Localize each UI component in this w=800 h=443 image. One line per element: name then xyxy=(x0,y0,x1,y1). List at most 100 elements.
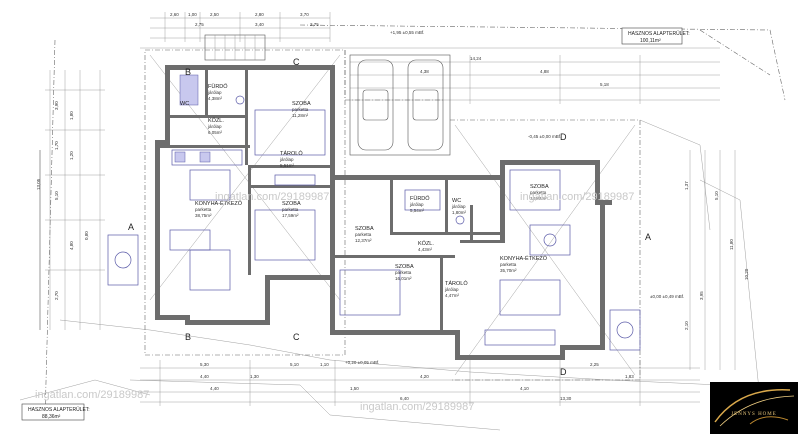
dim-top-5: 3,70 xyxy=(300,12,309,17)
car-right-icon xyxy=(407,59,444,151)
dim-right-6: 1,37 xyxy=(684,181,689,190)
dim-bottom-7: 1,10 xyxy=(320,362,329,367)
room-name-szoba-right: SZOBA xyxy=(530,184,549,190)
dimension-lines-bottom: 5,30 5,10 4,40 1,30 4,20 4,40 1,10 1,50 … xyxy=(140,360,700,406)
room-floor-szoba-top-left: parketta xyxy=(292,107,309,112)
room-name-konyha-right: KONYHA-ÉTKEZŐ xyxy=(500,255,548,262)
dim-bottom-3: 4,40 xyxy=(200,374,209,379)
room-floor-wc-mid: járólap xyxy=(451,204,466,209)
watermark-3: ingatlan.com/29189987 xyxy=(35,389,149,401)
dim-top-10: 4,38 xyxy=(420,69,429,74)
dining-table-left xyxy=(189,169,231,201)
site-boundary xyxy=(19,24,786,431)
room-name-tarolo-right: TÁROLÓ xyxy=(445,280,468,287)
room-floor-konyha-left: parketta xyxy=(195,207,212,212)
dim-left-1: 13,05 xyxy=(36,178,41,190)
room-floor-szoba-center: parketta xyxy=(355,232,372,237)
room-area-konyha-left: 38,75m² xyxy=(195,213,212,218)
area-label-bottom: HASZNOS ALAPTERÜLET: 88,36m² xyxy=(21,403,90,421)
room-name-konyha-left: KONYHA-ÉTKEZŐ xyxy=(195,200,243,207)
room-area-tarolo-left: 5,51m² xyxy=(280,163,295,168)
level-mark-bottom: +0,20 ±0,05 mBf. xyxy=(345,360,379,365)
dim-right-5: 2,10 xyxy=(684,321,689,330)
room-name-furdo-left: FÜRDŐ xyxy=(208,83,228,90)
dim-right-1: 10,20 xyxy=(744,268,749,280)
sofa-left-icon xyxy=(169,229,211,251)
bed-center-icon xyxy=(339,269,401,316)
section-mark-b-bottom: B xyxy=(185,332,191,342)
dim-bottom-9: 4,10 xyxy=(520,386,529,391)
toilet-mid-icon xyxy=(455,215,465,225)
room-name-furdo-mid: FÜRDŐ xyxy=(410,195,430,202)
room-floor-szoba-mid-left: parketta xyxy=(282,207,299,212)
section-mark-d-bottom: D xyxy=(560,367,567,377)
kitchen-counter-left xyxy=(171,149,243,166)
logo-text: JENNYS HOME xyxy=(731,412,777,417)
room-area-furdo-left: 4,38m² xyxy=(208,96,223,101)
room-floor-szoba-right: parketta xyxy=(530,190,547,195)
sofa-right-icon xyxy=(499,279,561,316)
dim-right-4: 3,95 xyxy=(699,291,704,300)
dim-left-8: 4,80 xyxy=(69,241,74,250)
section-mark-a-left: A xyxy=(128,222,134,232)
dim-top-8: 2,75 xyxy=(310,22,319,27)
watermark-2: ingatlan.com/29189987 xyxy=(520,191,634,203)
dim-top-12: 5,18 xyxy=(600,82,609,87)
room-name-szoba-top-left: SZOBA xyxy=(292,101,311,107)
watermark-4: ingatlan.com/29189987 xyxy=(360,401,474,413)
room-labels: FÜRDŐ járólap 4,38m² WC KÖZL. járólap 6,… xyxy=(180,83,549,298)
room-area-szoba-top-left: 11,28m² xyxy=(292,113,309,118)
room-floor-tarolo-right: járólap xyxy=(444,287,459,292)
dim-bottom-4: 1,30 xyxy=(250,374,259,379)
room-name-szoba-mid-left: SZOBA xyxy=(282,201,301,207)
room-area-kozl-left: 6,05m² xyxy=(208,130,223,135)
dim-top-3: 2,50 xyxy=(210,12,219,17)
room-area-szoba-center-low: 16,01m² xyxy=(395,276,412,281)
dim-left-6: 1,20 xyxy=(69,151,74,160)
bathtub-mid-icon xyxy=(404,189,441,211)
room-floor-kozl-left: járólap xyxy=(207,124,222,129)
dim-top-9: 14,24 xyxy=(470,56,482,61)
dim-bottom-12: 1,83 xyxy=(625,374,634,379)
brand-logo: JENNYS HOME xyxy=(710,382,798,434)
room-floor-konyha-right: parketta xyxy=(500,262,517,267)
room-area-konyha-right: 35,70m² xyxy=(500,268,517,273)
bed-left-icon xyxy=(254,209,316,261)
room-name-szoba-center-low: SZOBA xyxy=(395,264,414,270)
section-mark-d-top: D xyxy=(560,132,567,142)
room-name-wc-left: WC xyxy=(180,101,189,107)
right-furniture xyxy=(339,169,641,351)
entry-steps xyxy=(204,34,266,61)
dim-bottom-5: 4,20 xyxy=(420,374,429,379)
terrace-table-left xyxy=(107,234,139,286)
swirl-icon xyxy=(714,389,795,427)
area-label-top: HASZNOS ALAPTERÜLET: 100,11m² xyxy=(621,27,690,45)
dim-left-4: 5,10 xyxy=(54,191,59,200)
dim-left-5: 1,80 xyxy=(69,111,74,120)
left-house-walls xyxy=(155,65,335,325)
area-label-top-value: 100,11m² xyxy=(640,38,661,44)
dim-left-9: 2,70 xyxy=(54,291,59,300)
watermarks: ingatlan.com/29189987 ingatlan.com/29189… xyxy=(35,191,634,413)
dim-top-4: 2,80 xyxy=(255,12,264,17)
dining-table-right xyxy=(529,224,571,256)
carport xyxy=(349,54,451,156)
dim-bottom-11: 2,25 xyxy=(590,362,599,367)
level-mark-right: -0,45 ±0,00 mBf. xyxy=(528,134,561,139)
section-mark-a-right: A xyxy=(645,232,651,242)
dim-top-1: 2,60 xyxy=(170,12,179,17)
bed-top-left-icon xyxy=(254,109,326,156)
level-marks: +1,95 ±0,55 mBf. -0,45 ±0,00 mBf. ±0,00 … xyxy=(345,30,684,365)
dim-right-2: 11,80 xyxy=(729,239,734,250)
watermark-1: ingatlan.com/29189987 xyxy=(215,191,329,203)
room-name-kozl-left: KÖZL. xyxy=(208,117,224,124)
level-mark-right2: ±0,00 ±0,49 mBf. xyxy=(650,294,684,299)
terrace-table-right xyxy=(609,309,641,351)
right-house-walls xyxy=(330,160,612,360)
area-label-top-title: HASZNOS ALAPTERÜLET: xyxy=(628,30,690,37)
dim-bottom-1: 5,30 xyxy=(200,362,209,367)
section-mark-c-top: C xyxy=(293,57,300,67)
section-mark-b-top: B xyxy=(185,67,191,77)
